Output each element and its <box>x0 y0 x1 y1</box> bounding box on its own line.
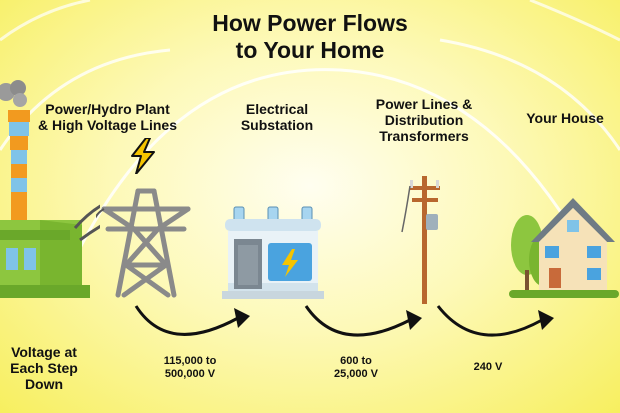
stage-label-line: Substation <box>240 117 314 133</box>
stage-label-line: Your House <box>526 110 604 126</box>
arrow-1 <box>134 305 250 336</box>
voltage-line: 25,000 V <box>333 368 379 380</box>
side-label-line: Voltage at <box>11 344 77 360</box>
side-label-line: Each Step <box>10 360 78 376</box>
house-icon <box>509 198 619 298</box>
voltage-label-3: 240 V <box>448 361 528 374</box>
utility-pole-icon <box>401 176 440 304</box>
substation-icon <box>222 206 324 299</box>
voltage-line: 600 to <box>340 355 372 367</box>
voltage-line: 240 V <box>473 361 503 373</box>
stage-label-line: Electrical <box>245 101 309 117</box>
stage-label-line: Transformers <box>379 128 469 144</box>
power-plant-icon <box>0 80 100 298</box>
voltage-line: 500,000 V <box>164 368 216 380</box>
stage-label-house: Your House <box>510 110 620 126</box>
title-line-2: to Your Home <box>235 37 385 63</box>
stage-label-power-lines: Power Lines & Distribution Transformers <box>362 96 486 144</box>
arrow-2 <box>304 305 422 337</box>
transmission-tower-icon <box>96 188 191 298</box>
stage-label-line: Power Lines & <box>375 96 473 112</box>
stage-label-line: & High Voltage Lines <box>38 117 177 133</box>
arrow-3 <box>436 305 554 337</box>
stage-label-power-plant: Power/Hydro Plant & High Voltage Lines <box>20 101 195 133</box>
page-title: How Power Flows to Your Home <box>0 10 620 64</box>
voltage-side-label: Voltage at Each Step Down <box>0 344 88 392</box>
stage-label-line: Power/Hydro Plant <box>45 101 170 117</box>
stage-label-line: Distribution <box>384 112 464 128</box>
lightning-icon <box>131 138 155 174</box>
stage-label-substation: Electrical Substation <box>222 101 332 133</box>
voltage-line: 115,000 to <box>163 355 217 367</box>
title-line-1: How Power Flows <box>212 10 408 36</box>
voltage-label-2: 600 to 25,000 V <box>306 355 406 381</box>
voltage-label-1: 115,000 to 500,000 V <box>140 355 240 381</box>
side-label-line: Down <box>24 376 64 392</box>
